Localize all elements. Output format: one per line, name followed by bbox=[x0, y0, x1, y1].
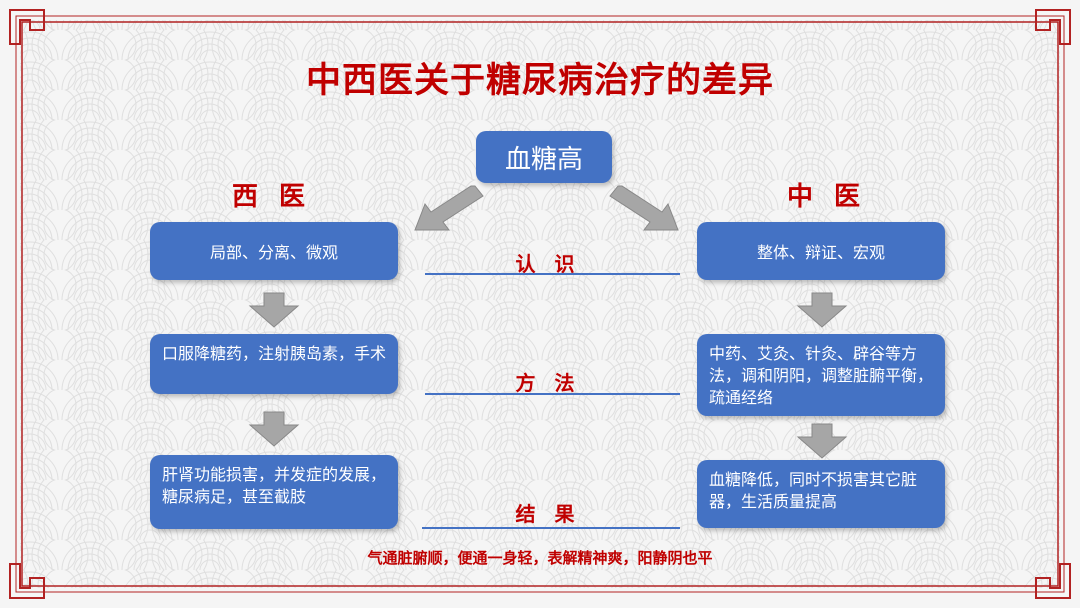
result-label: 结 果 bbox=[515, 502, 581, 526]
top-box-high-blood-sugar: 血糖高 bbox=[476, 131, 612, 183]
western-cognition-box: 局部、分离、微观 bbox=[150, 222, 398, 280]
western-cognition-text: 局部、分离、微观 bbox=[209, 243, 338, 262]
chinese-method-box: 中药、艾灸、针灸、辟谷等方法，调和阴阳，调整脏腑平衡，疏通经络 bbox=[697, 334, 945, 416]
chinese-heading: 中 医 bbox=[787, 182, 867, 212]
chinese-result-box: 血糖降低，同时不损害其它脏器，生活质量提高 bbox=[697, 460, 945, 528]
result-divider bbox=[422, 527, 680, 529]
arrow-down-icon bbox=[796, 292, 848, 328]
chinese-method-text: 中药、艾灸、针灸、辟谷等方法，调和阴阳，调整脏腑平衡，疏通经络 bbox=[709, 344, 934, 407]
top-box-label: 血糖高 bbox=[504, 144, 583, 175]
corner-ornaments bbox=[9, 9, 1071, 599]
chinese-result-text: 血糖降低，同时不损害其它脏器，生活质量提高 bbox=[709, 470, 918, 511]
method-divider bbox=[425, 393, 680, 395]
chinese-cognition-text: 整体、辩证、宏观 bbox=[756, 243, 885, 262]
arrow-down-icon bbox=[248, 292, 300, 328]
western-method-box: 口服降糖药，注射胰岛素，手术 bbox=[150, 334, 398, 394]
arrow-down-icon bbox=[248, 411, 300, 447]
footer-slogan: 气通脏腑顺，便通一身轻，表解精神爽，阳静阴也平 bbox=[367, 549, 713, 567]
cognition-label: 认 识 bbox=[515, 252, 581, 276]
chinese-cognition-box: 整体、辩证、宏观 bbox=[697, 222, 945, 280]
western-result-box: 肝肾功能损害，并发症的发展，糖尿病足，甚至截肢 bbox=[150, 455, 398, 529]
western-result-text: 肝肾功能损害，并发症的发展，糖尿病足，甚至截肢 bbox=[162, 465, 387, 506]
page-title: 中西医关于糖尿病治疗的差异 bbox=[305, 61, 774, 101]
cognition-divider bbox=[425, 273, 680, 275]
arrow-down-right-icon bbox=[609, 185, 679, 231]
method-label: 方 法 bbox=[515, 371, 581, 395]
western-method-text: 口服降糖药，注射胰岛素，手术 bbox=[162, 344, 387, 363]
arrow-down-icon bbox=[796, 423, 848, 459]
arrow-down-left-icon bbox=[414, 185, 484, 231]
western-heading: 西 医 bbox=[232, 182, 312, 212]
